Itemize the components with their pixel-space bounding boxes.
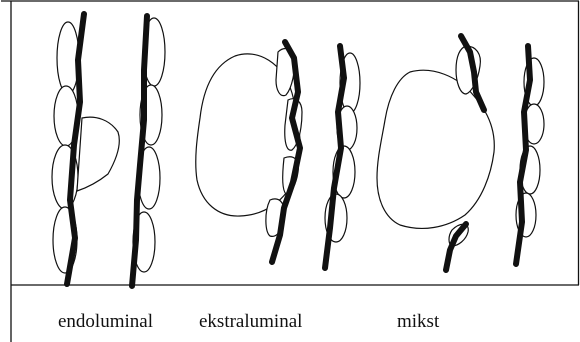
intraluminal-mass bbox=[77, 117, 119, 191]
panel-ekstraluminal bbox=[196, 42, 360, 268]
caption-mikst: mikst bbox=[397, 311, 439, 333]
panel-mikst bbox=[377, 36, 544, 270]
caption-ekstraluminal: ekstraluminal bbox=[199, 311, 302, 333]
caption-endoluminal: endoluminal bbox=[58, 311, 153, 333]
panel-endoluminal bbox=[52, 14, 165, 286]
